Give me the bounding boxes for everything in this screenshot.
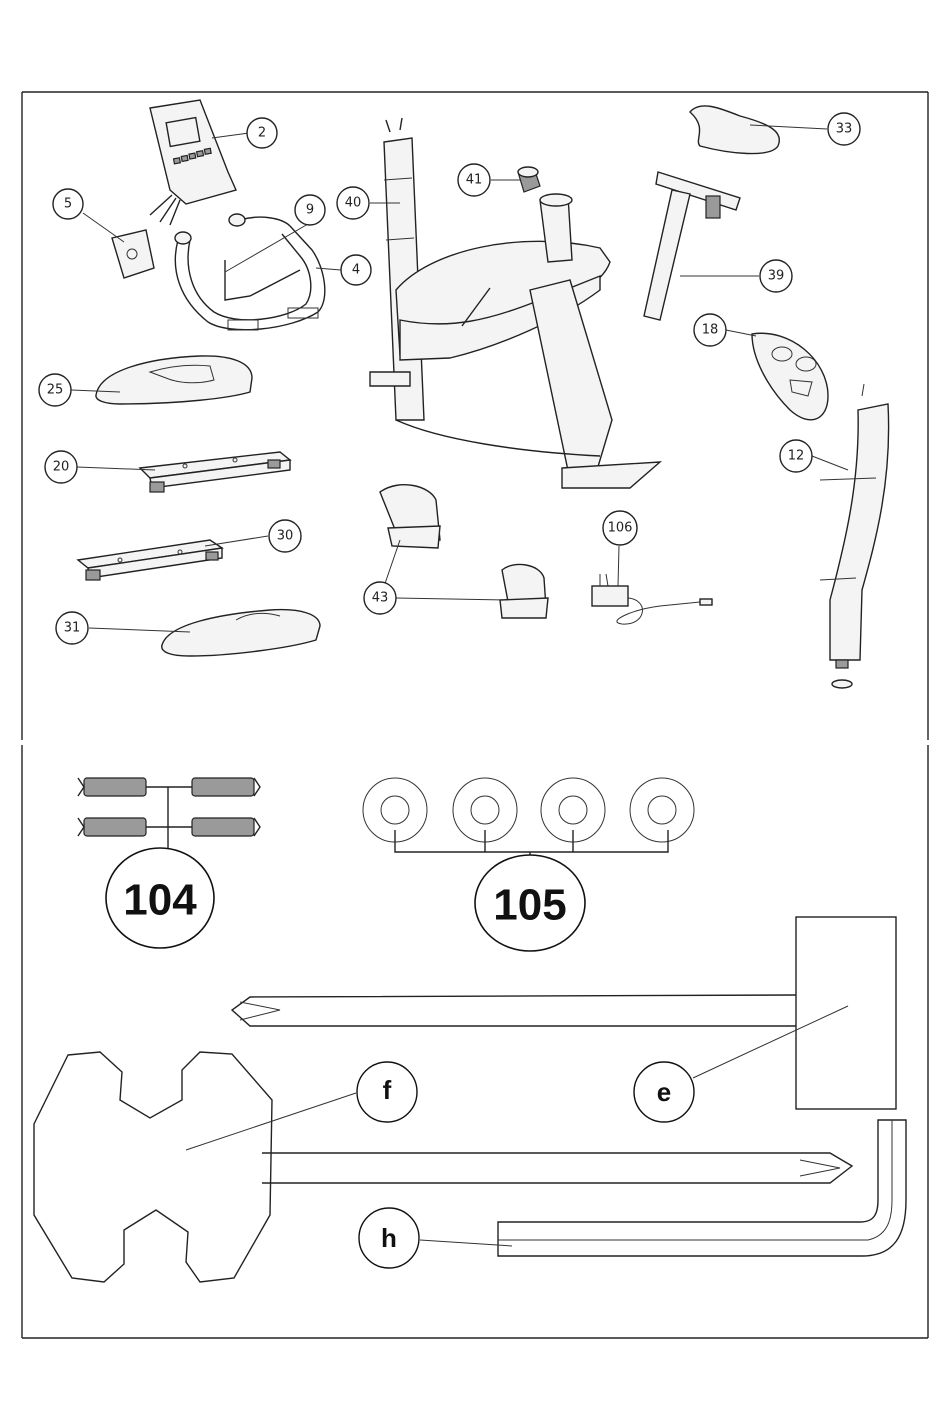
callout-5: 5	[53, 189, 83, 219]
callout-h-label: h	[381, 1223, 397, 1253]
console-part	[150, 100, 236, 225]
adjustment-knob-part	[518, 167, 540, 192]
callout-f-label: f	[383, 1075, 392, 1105]
callout-43-label: 43	[372, 591, 389, 606]
front-cover-part	[96, 356, 252, 404]
handlebar-part	[175, 214, 325, 330]
callout-30-label: 30	[277, 529, 294, 544]
callout-33-label: 33	[836, 122, 853, 137]
tool-h-allen-key	[498, 1120, 906, 1256]
callout-106: 106	[603, 511, 637, 545]
callout-104: 104	[106, 848, 214, 948]
callout-31-label: 31	[64, 621, 81, 636]
tool-e-wrench	[232, 917, 896, 1109]
callout-9: 9	[295, 195, 325, 225]
callout-18-label: 18	[702, 323, 719, 338]
callout-12: 12	[780, 440, 812, 472]
power-adapter-part	[592, 574, 712, 624]
callout-e: e	[634, 1062, 694, 1122]
callout-20: 20	[45, 451, 77, 483]
front-stabilizer-part	[140, 452, 290, 492]
callout-9-label: 9	[306, 203, 314, 218]
seat-part	[690, 106, 779, 154]
callout-4: 4	[341, 255, 371, 285]
callout-41: 41	[458, 164, 490, 196]
seat-post-part	[644, 172, 740, 320]
bracket-plate-part	[112, 230, 154, 278]
callout-40: 40	[337, 187, 369, 219]
callout-25: 25	[39, 374, 71, 406]
callout-105-label: 105	[493, 881, 566, 930]
callout-43: 43	[364, 582, 396, 614]
rear-cover-part	[162, 610, 320, 656]
callout-41-label: 41	[466, 173, 483, 188]
callout-h: h	[359, 1208, 419, 1268]
upright-tube-part	[820, 384, 889, 688]
callout-2-label: 2	[258, 126, 266, 141]
callout-2: 2	[247, 118, 277, 148]
callout-105: 105	[475, 855, 585, 951]
callout-31: 31	[56, 612, 88, 644]
main-frame-part	[370, 118, 660, 488]
callout-33: 33	[828, 113, 860, 145]
callout-39-label: 39	[768, 269, 785, 284]
callout-4-label: 4	[352, 263, 360, 278]
rear-stabilizer-part	[78, 540, 222, 580]
callout-30: 30	[269, 520, 301, 552]
callout-5-label: 5	[64, 197, 72, 212]
callout-39: 39	[760, 260, 792, 292]
bottle-holder-part	[752, 333, 828, 420]
callout-f: f	[357, 1062, 417, 1122]
callout-20-label: 20	[53, 460, 70, 475]
tool-f-wrench	[34, 1052, 852, 1282]
callout-12-label: 12	[788, 449, 805, 464]
callout-40-label: 40	[345, 196, 362, 211]
callout-104-label: 104	[123, 876, 197, 925]
washers-105-part	[363, 778, 694, 862]
screws-104-part	[78, 778, 260, 850]
callout-25-label: 25	[47, 383, 64, 398]
callout-18: 18	[694, 314, 726, 346]
callout-106-label: 106	[608, 521, 633, 536]
callout-e-label: e	[657, 1077, 671, 1107]
